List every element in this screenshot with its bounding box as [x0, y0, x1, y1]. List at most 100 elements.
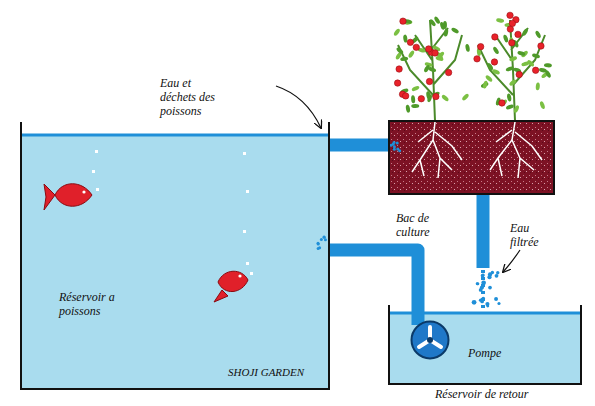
roots — [412, 122, 542, 178]
fish-tank: Réservoir a poissons — [20, 122, 330, 390]
droplet — [398, 149, 401, 152]
flower — [402, 93, 408, 99]
leaf — [526, 59, 535, 67]
watermark: SHOJI GARDEN — [228, 365, 348, 379]
droplet — [491, 271, 494, 274]
leaf — [505, 66, 514, 72]
droplet — [488, 286, 492, 290]
leaf — [441, 94, 450, 102]
flower — [507, 12, 513, 18]
fish — [214, 271, 248, 302]
leader-arrow — [503, 250, 520, 272]
leaf — [443, 28, 448, 37]
leaf — [427, 94, 433, 103]
flower — [400, 18, 406, 24]
water-surface — [21, 134, 329, 137]
water-pipe — [483, 194, 484, 313]
water-spray — [317, 141, 501, 307]
callout-text: Eau et déchets des poissons — [160, 76, 226, 118]
leaf — [439, 22, 445, 31]
pipe-spray — [481, 270, 485, 313]
leaf — [411, 85, 420, 92]
flower — [477, 43, 483, 49]
leaf — [451, 27, 460, 34]
droplet — [496, 271, 499, 274]
bubble — [246, 262, 249, 265]
pipe-body — [477, 194, 490, 268]
leaf — [534, 30, 541, 39]
leaf — [505, 104, 514, 111]
droplet — [495, 274, 499, 278]
flower — [433, 93, 439, 99]
flower — [432, 50, 438, 56]
droplet — [323, 236, 326, 239]
node-label: Bac de culture — [396, 211, 444, 239]
plants — [398, 20, 545, 121]
leaf — [435, 56, 444, 62]
droplet — [317, 242, 320, 245]
droplet — [393, 148, 396, 151]
flower — [509, 40, 515, 46]
leaf — [509, 56, 518, 63]
flower — [491, 59, 497, 65]
flower — [418, 96, 424, 102]
node-label: Pompe — [468, 346, 528, 360]
bubble — [96, 188, 99, 191]
water-pipe — [328, 250, 418, 325]
bubble — [243, 152, 246, 155]
grow-bed-soil — [389, 121, 554, 194]
leaf — [496, 18, 505, 23]
bubble — [243, 230, 246, 233]
leaf — [544, 63, 552, 68]
leaf — [539, 101, 546, 110]
pump-symbol — [410, 320, 450, 360]
leaf — [461, 93, 469, 101]
droplet — [396, 142, 399, 145]
leaf — [521, 28, 529, 37]
node-label: Réservoir a poissons — [59, 290, 137, 318]
leaf — [482, 80, 488, 89]
flower — [532, 67, 538, 73]
leaf — [517, 50, 526, 56]
pipe-body — [328, 139, 389, 152]
droplet — [472, 300, 477, 305]
flower — [413, 44, 419, 50]
flower — [445, 69, 451, 75]
pipe-body — [328, 250, 418, 325]
flower — [516, 71, 522, 77]
leaf — [492, 68, 501, 75]
callout-text: Eau filtrée — [510, 221, 546, 249]
leaf — [465, 44, 470, 53]
droplet — [476, 282, 479, 285]
leaf — [513, 105, 520, 114]
flower — [509, 20, 515, 26]
leaf — [411, 95, 416, 103]
leaf — [503, 34, 509, 43]
fish — [44, 184, 92, 210]
return-tank: Réservoir de retourPompe — [388, 305, 582, 385]
flower — [538, 43, 544, 49]
leaves — [393, 12, 552, 113]
leaf — [400, 56, 408, 61]
node-label: Réservoir de retour — [435, 387, 575, 401]
leaf — [508, 79, 517, 87]
droplet — [487, 275, 491, 279]
flower — [515, 31, 521, 37]
leaf — [405, 104, 410, 113]
flower — [492, 34, 498, 40]
bubble — [92, 170, 95, 173]
leaf — [411, 104, 419, 108]
flower — [474, 56, 480, 62]
leaf — [407, 50, 415, 59]
leaf — [506, 93, 511, 102]
droplet — [494, 297, 498, 301]
droplet — [481, 274, 485, 278]
grow-bed: Bac de culture — [388, 120, 555, 195]
flower — [394, 80, 400, 86]
leaf — [428, 18, 436, 27]
leaf — [509, 37, 515, 46]
